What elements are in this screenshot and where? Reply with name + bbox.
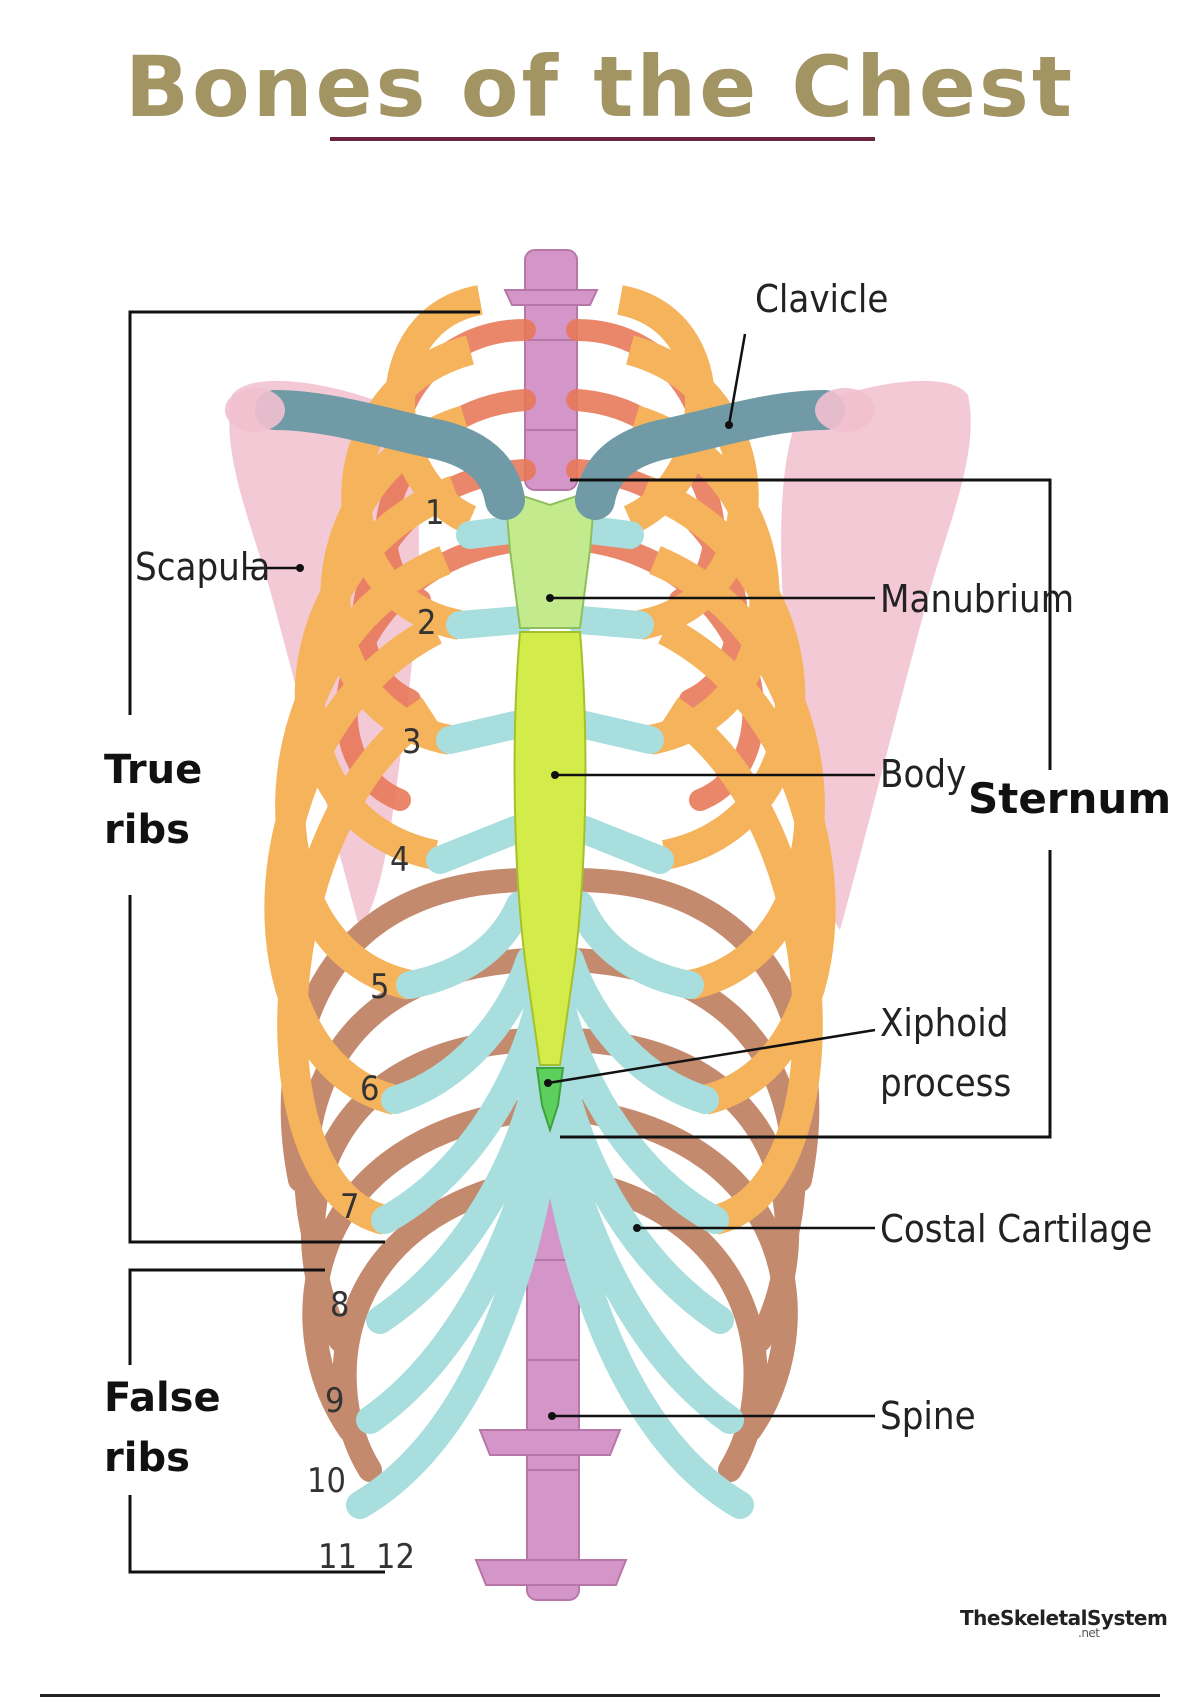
label-spine: Spine [880,1394,976,1438]
sternum [503,488,597,1134]
leader-dots [296,421,733,1420]
true-ribs-bracket [128,310,480,1244]
true-ribs [264,285,836,1235]
label-clavicle: Clavicle [755,277,889,321]
sternum-body-shape [513,631,587,1066]
label-scapula: Scapula [135,545,271,589]
clavicles [255,390,845,520]
manubrium-shape [503,488,597,629]
label-true-ribs: True ribs [104,747,203,853]
title-underline [330,137,875,141]
rib-number-6: 6 [360,1069,380,1109]
rib-number-7: 7 [340,1187,360,1227]
sternum-bracket [560,478,1052,1139]
label-sternum: Sternum [968,774,1172,823]
rib-number-4: 4 [390,840,410,880]
xiphoid-shape [535,1067,565,1134]
false-ribs-bracket [128,1268,385,1574]
bottom-divider [40,1694,1160,1697]
rib-number-12: 12 [376,1537,415,1577]
label-false-ribs: False ribs [104,1375,221,1481]
leader-lines [246,333,876,1418]
label-manubrium: Manubrium [880,577,1075,621]
watermark-suffix: .net [1078,1626,1100,1640]
label-costal-cartilage: Costal Cartilage [880,1207,1153,1251]
watermark-logo: TheSkeletalSystem .net [960,1606,1168,1640]
rib-number-2: 2 [417,603,437,643]
rib-number-10: 10 [307,1461,346,1501]
label-xiphoid-line1: Xiphoid [880,1001,1009,1045]
costal-cartilages [346,516,754,1519]
rib-number-5: 5 [370,967,390,1007]
rib-number-3: 3 [402,722,422,762]
label-xiphoid-line2: process [880,1061,1012,1105]
rib-number-11: 11 [318,1537,357,1577]
watermark-name: TheSkeletalSystem [960,1606,1168,1630]
rib-number-1: 1 [425,493,445,533]
label-body: Body [880,752,967,796]
diagram-title: Bones of the Chest [125,38,1075,136]
rib-number-9: 9 [325,1381,345,1421]
scapula-right [781,380,971,931]
rib-number-8: 8 [330,1285,350,1325]
